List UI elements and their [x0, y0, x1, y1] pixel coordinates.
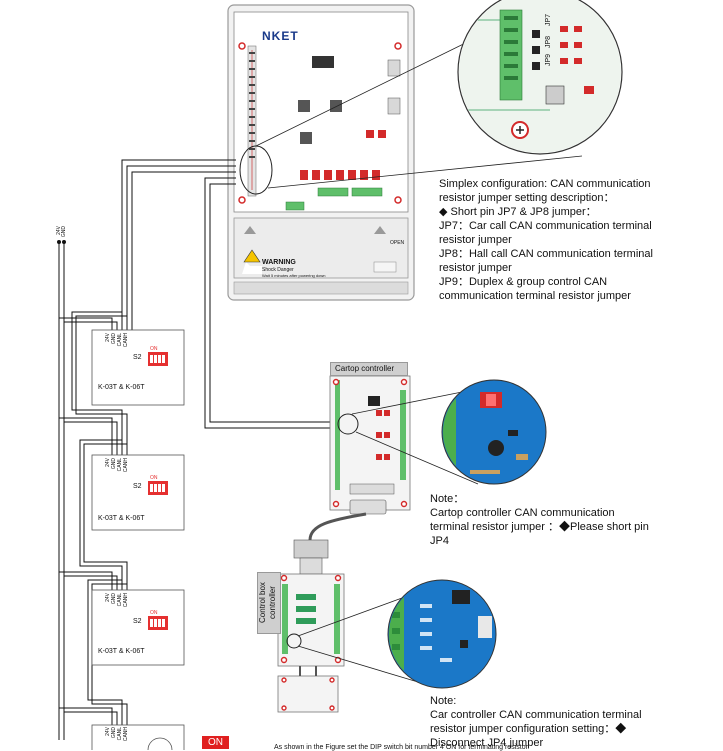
call-board-2 [91, 454, 185, 531]
note-simplex-line: JP8：Hall call CAN communication terminal [439, 248, 653, 260]
note-simplex-line: communication terminal resistor jumper [439, 290, 631, 302]
note-simplex-line: ◆ Short pin JP7 & JP8 jumper： [439, 206, 597, 218]
note-cartop-line: terminal resistor jumper ：◆Please short … [430, 521, 649, 533]
note-car-line: Note: [430, 695, 457, 707]
board2-pin-canh: CANH [123, 458, 129, 473]
board2-pin-gnd: GND [111, 458, 117, 470]
zoom-jumpers [457, 0, 623, 155]
board4-pin-gnd: GND [111, 727, 117, 739]
note-car-line: Disconnect JP4 jumper [430, 737, 544, 749]
note-cartop-line: Note： [430, 493, 465, 505]
board4-pin-canh: CANH [123, 727, 129, 742]
warning-label: WARNING [262, 259, 296, 266]
note-cartop-line: Cartop controller CAN communication [430, 507, 615, 519]
brand-logo: NKET [262, 29, 299, 43]
warning-sub2: Wait 5 minutes after powering down [262, 273, 326, 278]
board2-pin-canl: CANL [117, 458, 123, 472]
board3-pin-gnd: GND [111, 593, 117, 605]
jp8-label: JP8 [545, 35, 552, 48]
cartop-controller [329, 375, 411, 515]
main-controller [227, 4, 415, 301]
note-cartop-line: JP4 [430, 535, 449, 547]
note-car-line: resistor jumper configuration setting：◆ [430, 723, 627, 735]
footer-text: As shown in the Figure set the DIP switc… [274, 744, 528, 751]
bus-wires [57, 159, 338, 740]
board2-model: K-03T & K-06T [98, 515, 145, 522]
board1-switch-label: S2 [133, 354, 142, 361]
call-board-3 [91, 589, 185, 666]
board4-pin-24v: 24V [105, 727, 111, 736]
call-board-4 [91, 724, 185, 750]
call-board-1 [91, 329, 185, 406]
note-simplex-line: JP7：Car call CAN communication terminal [439, 220, 652, 232]
cartop-header: Cartop controller [330, 362, 408, 376]
board3-switch-label: S2 [133, 618, 142, 625]
board2-pin-24v: 24V [105, 458, 111, 467]
bus-gnd-label: GND [61, 226, 67, 238]
note-simplex-line: resistor jumper [439, 234, 512, 246]
note-car: Note: Car controller CAN communication t… [430, 694, 720, 750]
board3-switch-on: ON [150, 610, 158, 616]
board1-model: K-03T & K-06T [98, 384, 145, 391]
board1-pin-24v: 24V [105, 333, 111, 342]
board3-model: K-03T & K-06T [98, 648, 145, 655]
zoom-car-jp4 [387, 579, 497, 689]
control-box-controller [277, 573, 345, 713]
board3-pin-24v: 24V [105, 593, 111, 602]
board4-pin-canl: CANL [117, 727, 123, 741]
board1-switch-on: ON [150, 346, 158, 352]
note-car-line: Car controller CAN communication termina… [430, 709, 642, 721]
board1-pin-canl: CANL [117, 333, 123, 347]
board3-pin-canh: CANH [123, 593, 129, 608]
on-badge: ON [202, 736, 229, 749]
board1-pin-canh: CANH [123, 333, 129, 348]
note-simplex-line: Simplex configuration: CAN communication [439, 178, 651, 190]
board2-switch-label: S2 [133, 483, 142, 490]
board2-switch-on: ON [150, 475, 158, 481]
warning-sub1: Shock Danger [262, 267, 294, 273]
zoom-cartop-jp4 [441, 379, 547, 485]
open-label: OPEN [390, 240, 405, 246]
board1-pin-gnd: GND [111, 333, 117, 345]
jp7-label: JP7 [545, 13, 552, 26]
note-cartop: Note： Cartop controller CAN communicatio… [430, 492, 720, 548]
note-simplex-line: resistor jumper setting description： [439, 192, 615, 204]
note-simplex-line: JP9：Duplex & group control CAN [439, 276, 608, 288]
jp9-label: JP9 [545, 53, 552, 66]
note-simplex: Simplex configuration: CAN communication… [439, 177, 719, 303]
control-box-header: Control box controller [257, 572, 281, 634]
board3-pin-canl: CANL [117, 593, 123, 607]
note-simplex-line: resistor jumper [439, 262, 512, 274]
